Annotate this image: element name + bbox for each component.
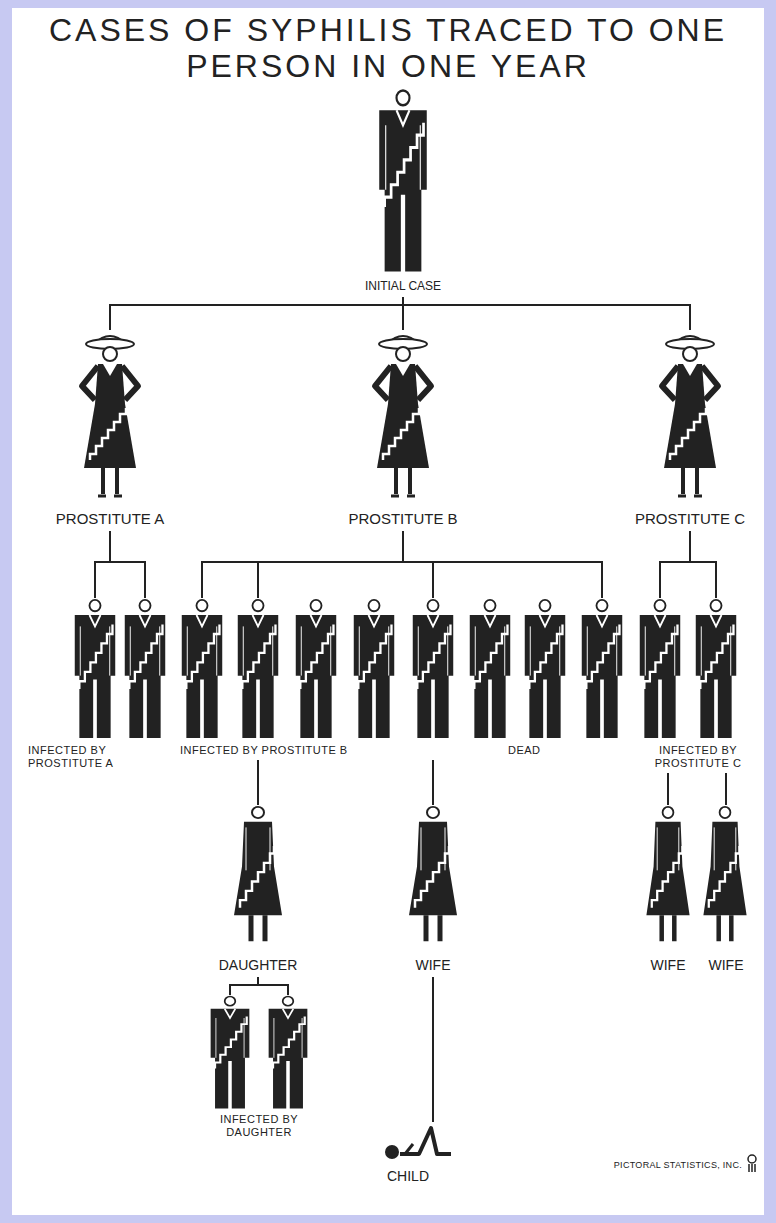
group-node: INFECTED BY PROSTITUTE C — [632, 598, 764, 773]
man-figure — [640, 600, 680, 738]
group-label: DEAD — [508, 744, 568, 757]
figure-label: PROSTITUTE B — [333, 510, 473, 527]
man-figure — [470, 600, 510, 738]
connector-line — [660, 531, 716, 598]
connector-line — [725, 773, 727, 805]
figure-label: WIFE — [393, 957, 473, 973]
man-figure — [525, 600, 565, 738]
case-node: PROSTITUTE A — [40, 330, 180, 531]
group-node: INFECTED BY PROSTITUTE B DEAD — [178, 598, 628, 760]
wife-figure — [703, 807, 746, 941]
case-node: INITIAL CASE — [353, 88, 453, 297]
figure-label: PROSTITUTE C — [620, 510, 760, 527]
man-figure — [413, 600, 453, 738]
case-node: WIFE — [640, 805, 696, 977]
wife-figure — [409, 807, 457, 941]
case-node: PROSTITUTE B — [333, 330, 473, 531]
prostitute-figure — [375, 336, 431, 496]
case-node: PROSTITUTE C — [620, 330, 760, 531]
paper-sheet — [12, 8, 764, 1215]
case-node: CHILD — [368, 1122, 448, 1188]
man-figure — [296, 600, 336, 738]
daughter-figure — [234, 807, 282, 941]
figure-label: WIFE — [640, 957, 696, 973]
connector-line — [432, 760, 434, 805]
prostitute-figure — [82, 336, 138, 496]
connector-line — [202, 531, 602, 598]
man-figure — [211, 997, 250, 1109]
connector-line — [257, 760, 259, 805]
chart-title: CASES OF SYPHILIS TRACED TO ONE PERSON I… — [12, 12, 764, 84]
connector-line — [230, 977, 288, 995]
child-figure — [385, 1128, 451, 1159]
connector-line — [402, 297, 404, 330]
group-label: INFECTED BY PROSTITUTE C — [648, 744, 748, 769]
wife-figure — [646, 807, 689, 941]
man-figure — [582, 600, 622, 738]
group-label: INFECTED BY PROSTITUTE A — [28, 744, 128, 769]
group-node: INFECTED BY DAUGHTER — [208, 995, 310, 1142]
figure-label: CHILD — [368, 1168, 448, 1184]
connector-line — [403, 297, 690, 330]
figure-label: WIFE — [698, 957, 754, 973]
man-figure — [182, 600, 222, 738]
connector-line — [432, 977, 434, 1122]
connector-line — [110, 297, 403, 330]
figure-label: PROSTITUTE A — [40, 510, 180, 527]
figure-label: INITIAL CASE — [353, 280, 453, 294]
case-node: DAUGHTER — [198, 805, 318, 977]
man-figure — [354, 600, 394, 738]
group-label: INFECTED BY DAUGHTER — [208, 1113, 310, 1138]
man-figure — [125, 600, 165, 738]
figure-label: DAUGHTER — [198, 957, 318, 973]
connector-line — [667, 773, 669, 805]
group-node: INFECTED BY PROSTITUTE A — [28, 598, 172, 773]
connector-line — [95, 531, 145, 598]
group-label: INFECTED BY PROSTITUTE B — [180, 744, 440, 757]
prostitute-figure — [662, 336, 718, 496]
case-node: WIFE — [698, 805, 754, 977]
man-figure — [696, 600, 736, 738]
case-node: WIFE — [393, 805, 473, 977]
man-figure — [269, 997, 308, 1109]
initial-case-figure — [379, 90, 427, 271]
man-figure — [75, 600, 115, 738]
publisher-logo — [748, 1155, 756, 1172]
credit-text: PICTORAL STATISTICS, INC. — [586, 1160, 742, 1170]
man-figure — [238, 600, 278, 738]
